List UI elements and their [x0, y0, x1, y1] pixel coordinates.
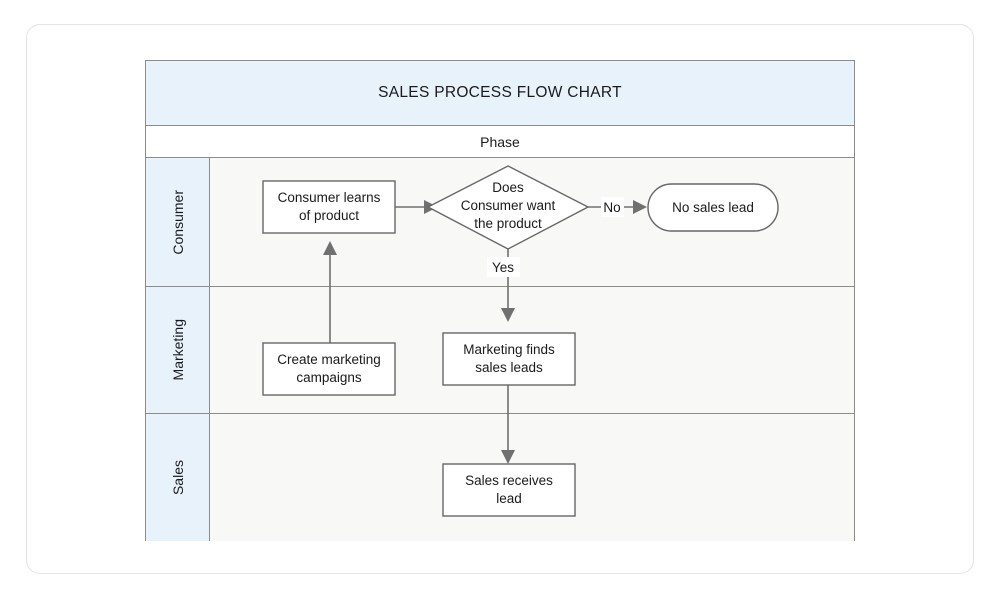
flowchart-title-row: SALES PROCESS FLOW CHART: [146, 61, 854, 126]
phase-header-row: Phase: [146, 126, 854, 158]
swimlane-flowchart: SALES PROCESS FLOW CHART Phase Consumer …: [145, 60, 855, 541]
edge-finds-to-sales: [501, 385, 515, 464]
edge-decision-yes: Yes: [487, 249, 520, 322]
node-no-sales-lead-label: No sales lead: [672, 200, 754, 215]
node-marketing-finds-line2: sales leads: [475, 360, 543, 375]
node-marketing-finds-line1: Marketing finds: [463, 342, 555, 357]
node-decision-want-line2: Consumer want: [461, 198, 556, 213]
node-create-campaigns-line1: Create marketing: [277, 352, 381, 367]
node-marketing-finds[interactable]: Marketing finds sales leads: [442, 332, 576, 386]
node-sales-receives[interactable]: Sales receives lead: [442, 463, 576, 517]
edge-decision-no: No: [588, 197, 647, 217]
page-card: SALES PROCESS FLOW CHART Phase Consumer …: [26, 24, 974, 574]
edge-campaigns-to-learns: [323, 241, 337, 343]
node-create-campaigns-line2: campaigns: [296, 370, 362, 385]
lane-label-marketing: Marketing: [146, 287, 210, 413]
node-decision-want-line1: Does: [492, 180, 524, 195]
page-title: SALES PROCESS FLOW CHART: [378, 84, 622, 101]
flowchart-canvas: No Yes Consumer learns of product: [262, 165, 779, 517]
lane-label-consumer: Consumer: [146, 158, 210, 286]
node-decision-want[interactable]: Does Consumer want the product: [426, 165, 590, 250]
node-decision-want-line3: the product: [474, 216, 542, 231]
node-no-sales-lead[interactable]: No sales lead: [647, 183, 779, 232]
lane-label-sales: Sales: [146, 414, 210, 541]
node-consumer-learns-line1: Consumer learns: [278, 190, 381, 205]
edge-label-no: No: [603, 200, 620, 215]
node-consumer-learns-line2: of product: [299, 208, 359, 223]
phase-header-label: Phase: [480, 133, 520, 150]
node-sales-receives-line1: Sales receives: [465, 473, 553, 488]
node-create-campaigns[interactable]: Create marketing campaigns: [262, 342, 396, 396]
edge-label-yes: Yes: [492, 260, 514, 275]
node-sales-receives-line2: lead: [496, 491, 522, 506]
node-consumer-learns[interactable]: Consumer learns of product: [262, 180, 396, 234]
